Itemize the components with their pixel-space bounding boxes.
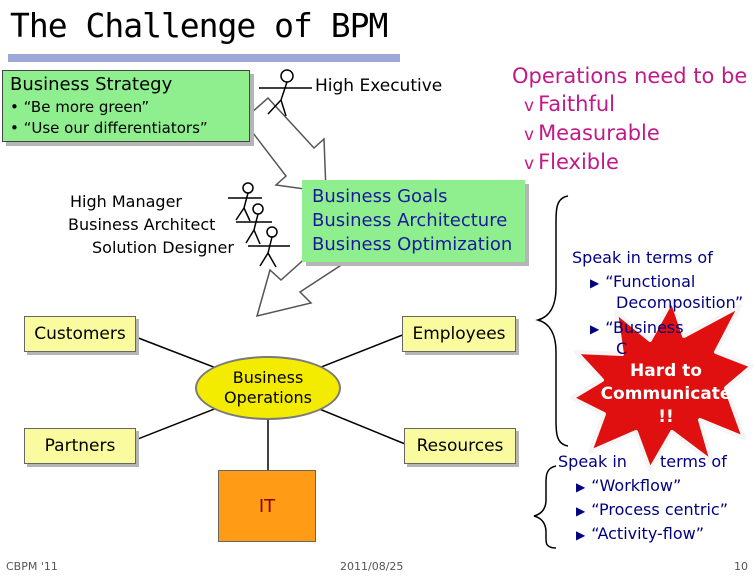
footer-conference: CBPM '11 bbox=[6, 560, 58, 573]
partners-box: Partners bbox=[24, 428, 136, 464]
speak-upper-item-business-cont: C bbox=[616, 339, 628, 358]
business-strategy-box bbox=[2, 70, 250, 142]
high-manager-label: High Manager bbox=[70, 192, 182, 211]
speak-lower-heading-a: Speak in bbox=[558, 452, 627, 471]
slide-title: The Challenge of BPM bbox=[10, 6, 388, 45]
triangle-bullet-icon: ▶ bbox=[576, 504, 586, 518]
designer-stick-figure bbox=[248, 226, 290, 268]
speak-upper-item-decomposition: Decomposition” bbox=[616, 293, 744, 312]
diamond-bullet-icon: v bbox=[524, 125, 535, 145]
ellipse-label-line2: Operations bbox=[224, 388, 312, 407]
goal-business-goals: Business Goals bbox=[312, 186, 448, 207]
footer-date: 2011/08/25 bbox=[340, 560, 404, 573]
title-underline bbox=[8, 54, 400, 62]
triangle-bullet-icon: ▶ bbox=[590, 276, 600, 290]
diamond-bullet-icon: v bbox=[524, 96, 535, 116]
high-executive-label: High Executive bbox=[315, 76, 443, 96]
resources-box: Resources bbox=[404, 428, 516, 464]
speak-lower-item-process-centric: ▶“Process centric” bbox=[576, 500, 728, 519]
triangle-bullet-icon: ▶ bbox=[576, 528, 586, 542]
upper-brace bbox=[535, 195, 569, 447]
business-architect-label: Business Architect bbox=[68, 215, 216, 234]
lower-brace bbox=[533, 465, 557, 549]
triangle-bullet-icon: ▶ bbox=[576, 480, 586, 494]
strategy-bullet-green: • “Be more green” bbox=[10, 98, 150, 116]
hard-to-communicate-text: Hard to Communicate !! bbox=[600, 361, 732, 427]
employees-box: Employees bbox=[402, 316, 516, 352]
operations-need-heading: Operations need to be bbox=[512, 64, 748, 88]
strategy-heading: Business Strategy bbox=[10, 74, 173, 95]
executive-stick-figure bbox=[259, 69, 312, 117]
manager-stick-figure bbox=[228, 182, 262, 222]
speak-upper-heading: Speak in terms of bbox=[572, 248, 713, 267]
footer-page-number: 10 bbox=[734, 560, 748, 573]
goal-business-optimization: Business Optimization bbox=[312, 234, 513, 255]
speak-lower-heading-b: terms of bbox=[660, 452, 727, 471]
triangle-bullet-icon: ▶ bbox=[590, 322, 600, 336]
customers-box: Customers bbox=[24, 316, 136, 352]
business-operations-ellipse: Business Operations bbox=[195, 356, 341, 420]
hard-to-communicate-burst bbox=[570, 298, 754, 472]
speak-lower-item-activity-flow: ▶“Activity-flow” bbox=[576, 524, 705, 543]
speak-upper-item-functional: ▶“Functional bbox=[590, 272, 696, 291]
solution-designer-label: Solution Designer bbox=[92, 238, 234, 257]
strategy-bullet-differentiators: • “Use our differentiators” bbox=[10, 119, 208, 137]
ellipse-label-line1: Business bbox=[232, 368, 304, 387]
business-goals-box bbox=[302, 180, 525, 262]
speak-lower-item-workflow: ▶“Workflow” bbox=[576, 476, 682, 495]
goal-business-architecture: Business Architecture bbox=[312, 210, 508, 231]
architect-stick-figure bbox=[236, 203, 272, 245]
speak-upper-item-business: ▶“Business bbox=[590, 318, 684, 337]
diamond-bullet-icon: v bbox=[524, 154, 535, 174]
it-box: IT bbox=[218, 470, 316, 542]
